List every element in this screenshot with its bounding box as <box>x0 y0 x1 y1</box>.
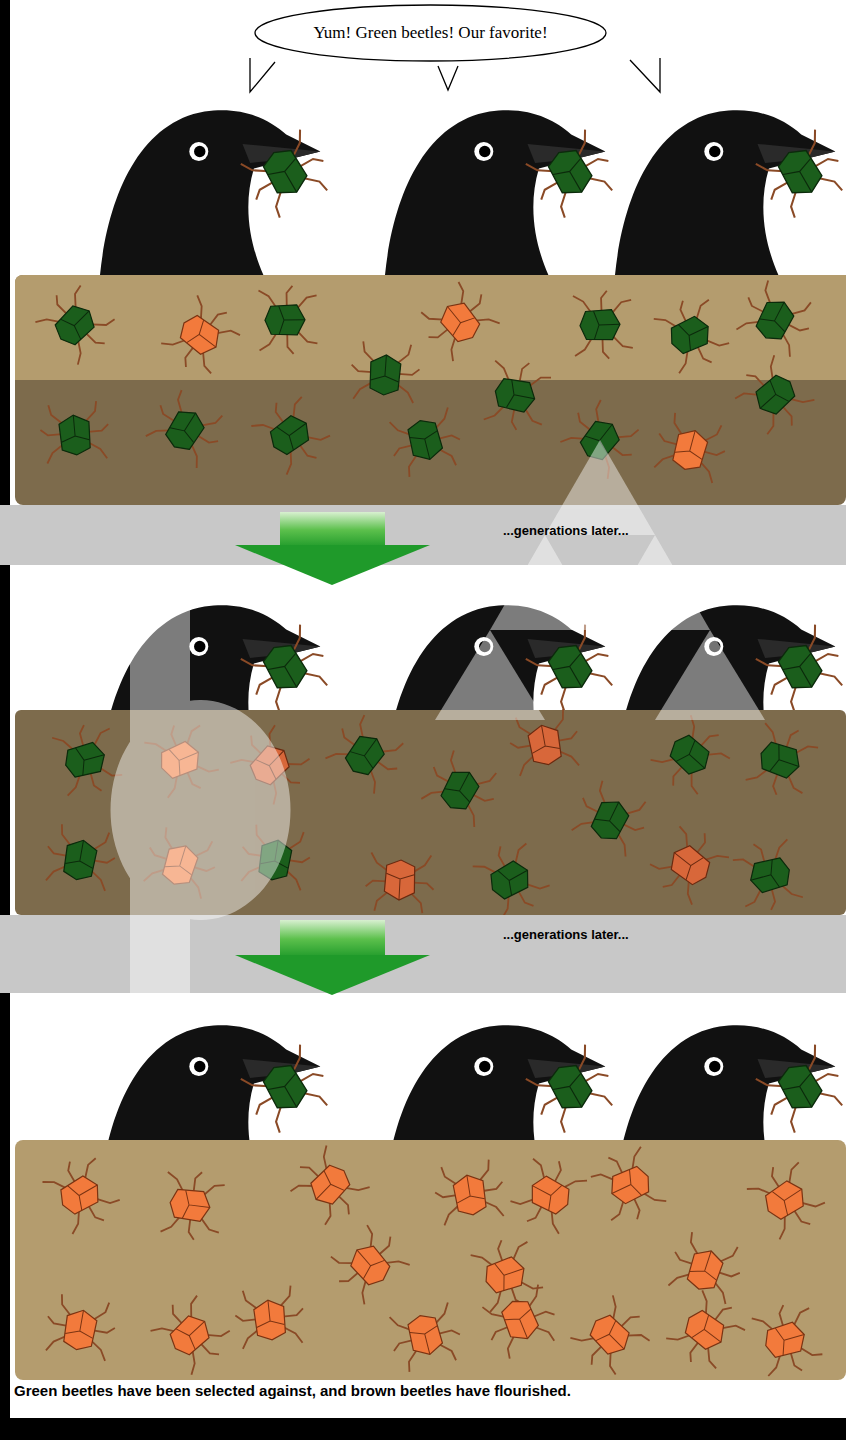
beetle <box>322 709 411 796</box>
crows-row-1 <box>100 110 846 275</box>
beetle <box>258 285 317 354</box>
beetle <box>745 1154 831 1243</box>
generation-label: ...generations later... <box>503 523 629 538</box>
caption: Green beetles have been selected against… <box>14 1382 574 1400</box>
beetle <box>469 1232 546 1315</box>
beetle <box>431 1158 507 1226</box>
beetle <box>249 389 336 478</box>
beetle <box>483 357 553 435</box>
beetles-generation-3 <box>40 1143 830 1382</box>
beetle <box>349 341 421 404</box>
beetle <box>587 1143 668 1229</box>
gray-strip <box>0 915 846 993</box>
beetle <box>413 276 502 364</box>
beetles-generation-1 <box>33 276 820 484</box>
page-ground <box>10 0 846 1418</box>
beetle <box>573 290 633 360</box>
beetle <box>652 291 733 377</box>
beetle <box>728 352 817 441</box>
beetle <box>148 1288 237 1377</box>
bubble-ellipse <box>255 5 606 61</box>
speech-bubble: Yum! Green beetles! Our favorite! <box>254 4 607 62</box>
beetle <box>386 1302 466 1375</box>
beetle <box>364 852 435 913</box>
ground-band <box>15 275 846 505</box>
ground-band <box>15 1140 846 1380</box>
speech-pointers <box>250 58 660 92</box>
beetle <box>568 1293 657 1382</box>
beetle <box>648 712 737 801</box>
generation-label: ...generations later... <box>503 927 629 942</box>
beetle <box>323 1219 412 1307</box>
beetle <box>386 407 466 480</box>
beetle <box>665 1229 748 1305</box>
beetle <box>479 1283 564 1362</box>
ground-band-light <box>15 275 846 380</box>
watermark-shapes <box>111 440 766 1020</box>
beetle <box>38 400 111 464</box>
down-arrow <box>235 512 430 585</box>
beetle <box>730 835 804 916</box>
beetle <box>160 1168 226 1243</box>
beetle <box>418 746 505 829</box>
beetle <box>506 1150 589 1237</box>
gray-strip <box>0 505 846 565</box>
beetle <box>142 385 230 470</box>
beetle <box>650 410 731 484</box>
beetle <box>159 292 246 381</box>
speech-text: Yum! Green beetles! Our favorite! <box>313 23 547 43</box>
beetle <box>33 278 122 367</box>
beetle <box>568 776 655 858</box>
beetle <box>644 819 732 908</box>
beetle <box>40 1150 124 1238</box>
beetle <box>42 1293 119 1362</box>
beetle <box>471 835 555 923</box>
beetle <box>733 276 820 359</box>
beetle <box>744 719 821 802</box>
beetle <box>283 1143 372 1232</box>
beetle <box>751 1298 825 1379</box>
beetle <box>664 1287 751 1376</box>
down-arrow <box>235 920 430 995</box>
beetle <box>233 1285 307 1350</box>
beetle <box>42 823 119 892</box>
